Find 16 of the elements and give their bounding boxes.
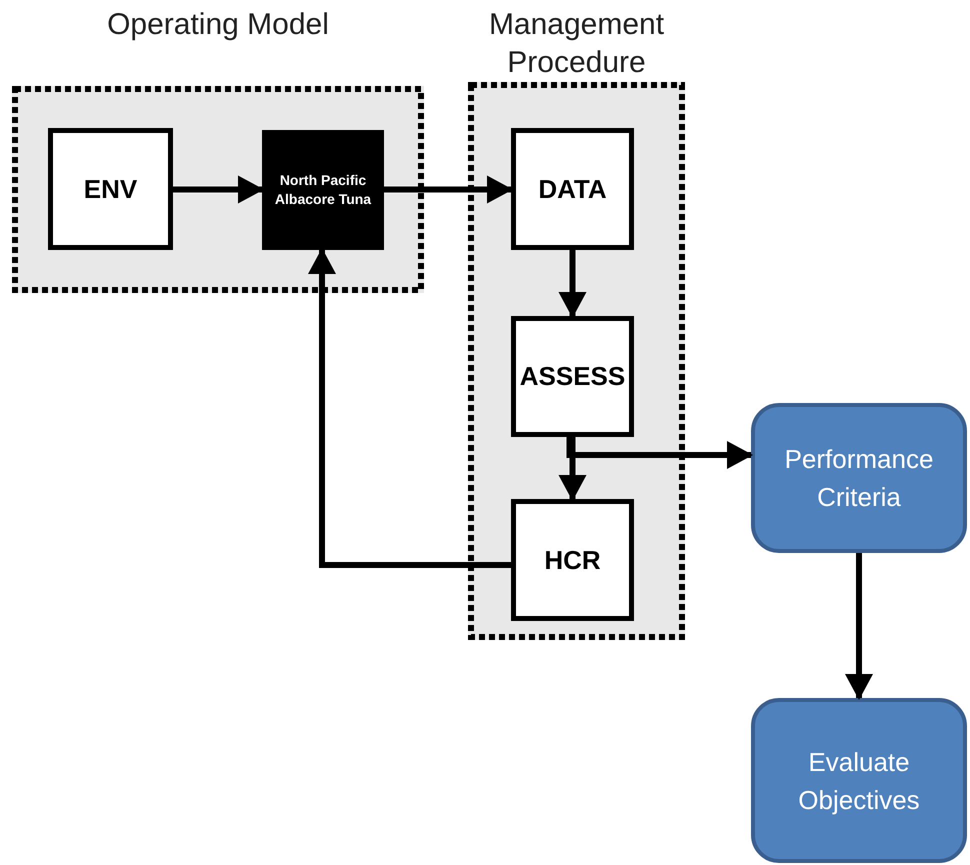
process-box: DATA <box>511 128 634 250</box>
group-heading: Management Procedure <box>488 7 666 81</box>
arrow <box>558 437 586 501</box>
arrow <box>308 248 511 568</box>
process-box: ENV <box>48 128 173 250</box>
process-box: ASSESS <box>511 316 634 437</box>
arrow <box>558 250 586 318</box>
arrow <box>845 553 873 700</box>
rounded-process-box: Performance Criteria <box>751 403 967 553</box>
process-box: North Pacific Albacore Tuna <box>262 130 384 250</box>
rounded-process-box: Evaluate Objectives <box>751 698 967 863</box>
arrow <box>384 176 513 204</box>
group-heading: Operating Model <box>106 7 330 43</box>
arrow <box>566 437 753 469</box>
process-box: HCR <box>511 499 634 621</box>
arrow <box>173 176 264 204</box>
